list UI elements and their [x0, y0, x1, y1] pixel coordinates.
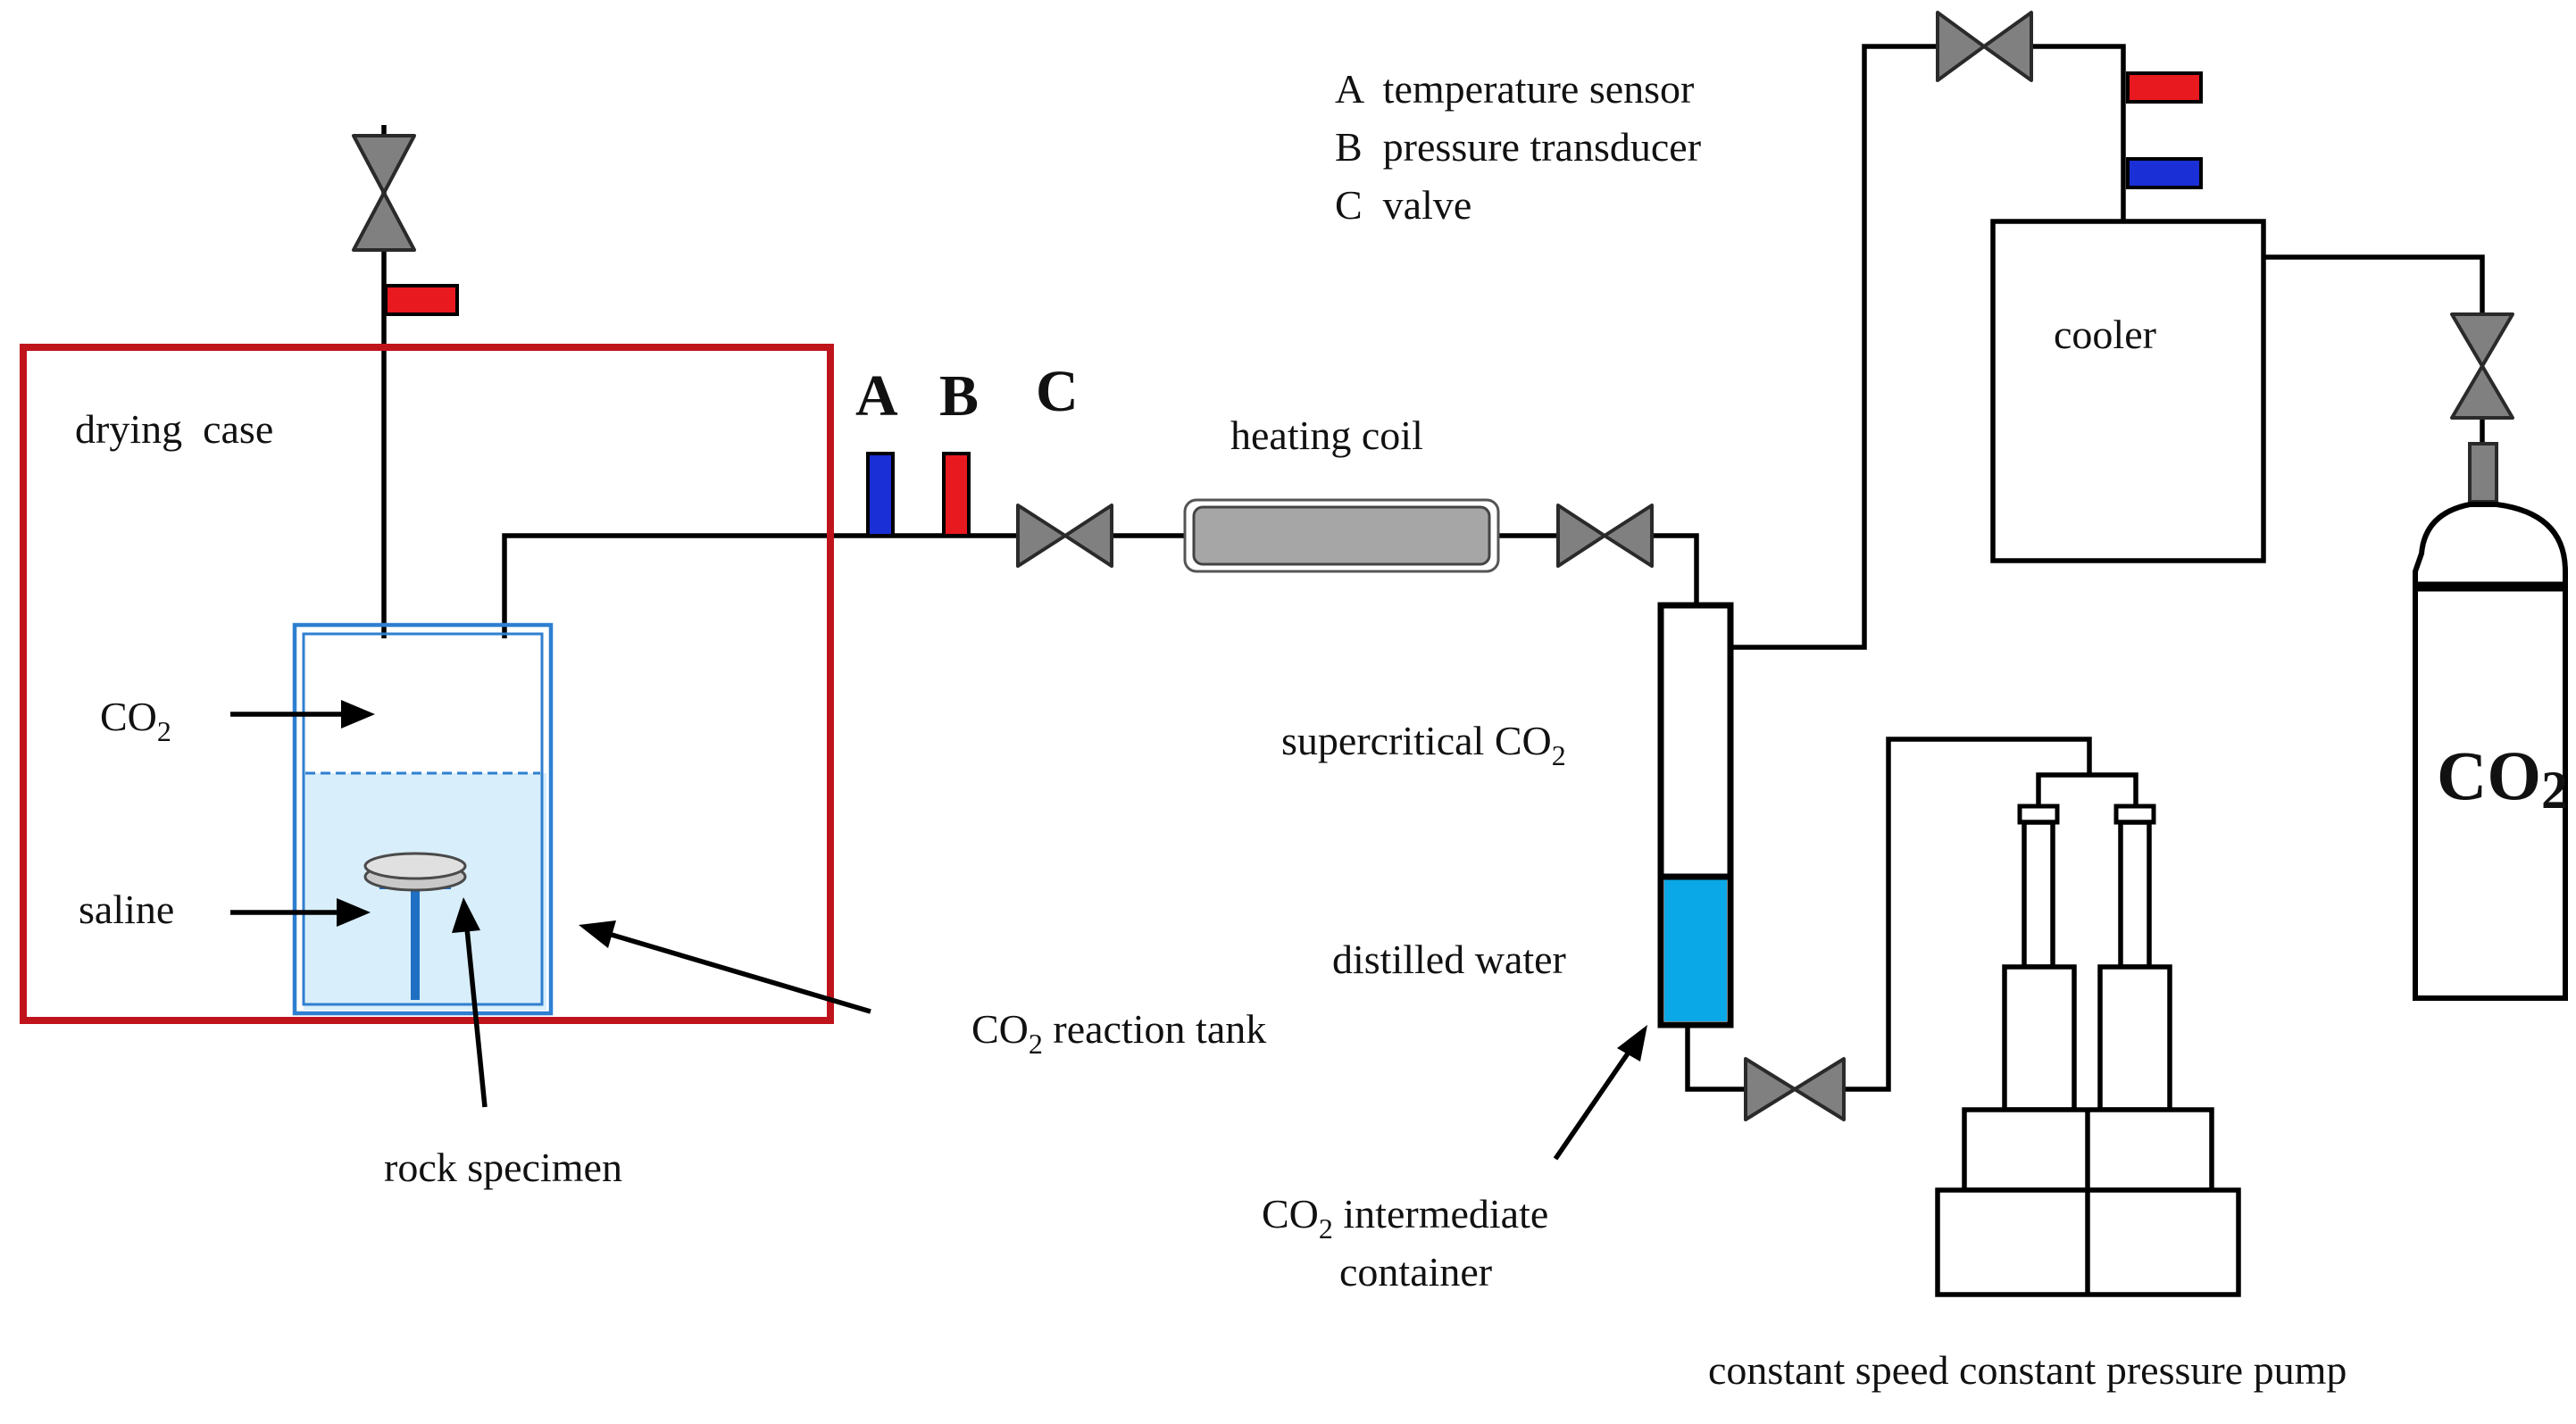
temperature-sensor-cooler	[2126, 71, 2203, 104]
co2-gas-label: CO2	[100, 694, 171, 747]
supercritical-label-sub: 2	[1552, 739, 1566, 771]
distilled-water-label: distilled water	[1332, 937, 1566, 982]
legend-temperature-sensor: A temperature sensor	[1335, 66, 1694, 112]
pipe-container-to-top-valve	[1732, 44, 1938, 650]
pump-rod-left	[2022, 820, 2055, 970]
rock-specimen-arrow-head	[452, 897, 480, 933]
cylinder-label-sub: 2	[2541, 761, 2568, 820]
valve-c-icon[interactable]	[1016, 504, 1113, 568]
cylinder-label: CO2	[2437, 737, 2568, 820]
drying-case-label: drying case	[75, 406, 273, 452]
pump-cylinder-left	[2002, 964, 2077, 1112]
pump-label: constant speed constant pressure pump	[1708, 1347, 2347, 1393]
valve-vent-icon[interactable]	[352, 125, 416, 252]
pipework	[381, 44, 2485, 1092]
reaction-tank-arrow-head	[579, 920, 616, 948]
cylinder-valve-stem	[2468, 442, 2498, 504]
intermediate-label-post: intermediate	[1333, 1191, 1548, 1237]
rock-specimen-label: rock specimen	[384, 1145, 622, 1190]
saline-arrow-head	[337, 898, 371, 927]
intermediate-label-line1: CO2 intermediate	[1262, 1191, 1548, 1245]
heating-coil-inner	[1192, 505, 1491, 566]
valve-bottom-icon[interactable]	[1744, 1057, 1846, 1121]
intermediate-label-line2: container	[1339, 1249, 1492, 1295]
intermediate-label-pre: CO	[1262, 1191, 1319, 1237]
supercritical-label-pre: supercritical CO	[1281, 718, 1552, 763]
constant-pressure-pump	[1935, 804, 2241, 1297]
reaction-tank-label-post: reaction tank	[1043, 1006, 1266, 1052]
sensor-b-pressure	[942, 452, 971, 537]
tank-inner-wall	[302, 632, 544, 1006]
heating-coil-label: heating coil	[1230, 412, 1423, 458]
pipe-tank-to-valve	[502, 533, 1018, 638]
pump-cylinder-right	[2097, 964, 2172, 1112]
intermediate-arrow-head	[1617, 1025, 1647, 1062]
reaction-tank-arrow-line	[611, 932, 871, 1014]
valve-after-coil-icon[interactable]	[1556, 504, 1654, 568]
sensor-a-temperature	[866, 452, 895, 537]
distilled-water-fill	[1664, 877, 1727, 1021]
cooler-box	[1990, 219, 2266, 563]
pipe-bottom-valve-to-pump	[1844, 737, 2092, 1092]
specimen-stand	[411, 891, 420, 1000]
reaction-tank	[292, 622, 554, 1016]
valve-cylinder-icon[interactable]	[2450, 312, 2514, 420]
supercritical-label: supercritical CO2	[1281, 718, 1566, 771]
sensor-letter-a: A	[855, 363, 898, 429]
reaction-tank-label-sub: 2	[1029, 1028, 1043, 1060]
pump-rod-right	[2118, 820, 2152, 970]
intermediate-label-sub: 2	[1319, 1212, 1333, 1245]
valve-top-icon[interactable]	[1936, 11, 2033, 82]
legend: A temperature sensor B pressure transduc…	[1335, 66, 1701, 228]
saline-label: saline	[79, 887, 174, 932]
pipe-container-to-bottom-valve	[1685, 1022, 1746, 1092]
rock-specimen-top	[363, 852, 467, 880]
tank-outer-wall	[292, 622, 554, 1016]
reaction-tank-label-pre: CO	[971, 1006, 1029, 1052]
drying-case-border	[20, 344, 834, 1024]
legend-valve: C valve	[1335, 182, 1471, 228]
reaction-tank-label: CO2 reaction tank	[971, 1006, 1266, 1060]
co2-gas-label-sub: 2	[157, 715, 171, 747]
saline-fill	[304, 773, 546, 1010]
pressure-sensor-cooler	[2126, 157, 2203, 189]
co2-gas-label-main: CO	[100, 694, 157, 739]
cylinder-body	[2413, 502, 2568, 1001]
temperature-sensor-vent	[384, 284, 459, 316]
pipe-valve-to-container	[1652, 533, 1699, 603]
pipe-pump-manifold	[2036, 772, 2138, 808]
rock-specimen-arrow-line	[464, 928, 488, 1108]
co2-arrow-head	[341, 700, 375, 729]
legend-pressure-transducer: B pressure transducer	[1335, 124, 1701, 170]
cylinder-label-main: CO	[2437, 737, 2541, 814]
pipe-cooler-to-cylinder	[2263, 254, 2485, 314]
sensor-letter-c: C	[1036, 359, 1079, 424]
sensor-letter-b: B	[939, 363, 979, 429]
cooler-label: cooler	[2054, 312, 2156, 357]
co2-cylinder: CO2	[2413, 442, 2568, 1001]
pipe-top-valve-to-cooler	[2031, 44, 2126, 221]
intermediate-arrow-line	[1553, 1052, 1630, 1161]
